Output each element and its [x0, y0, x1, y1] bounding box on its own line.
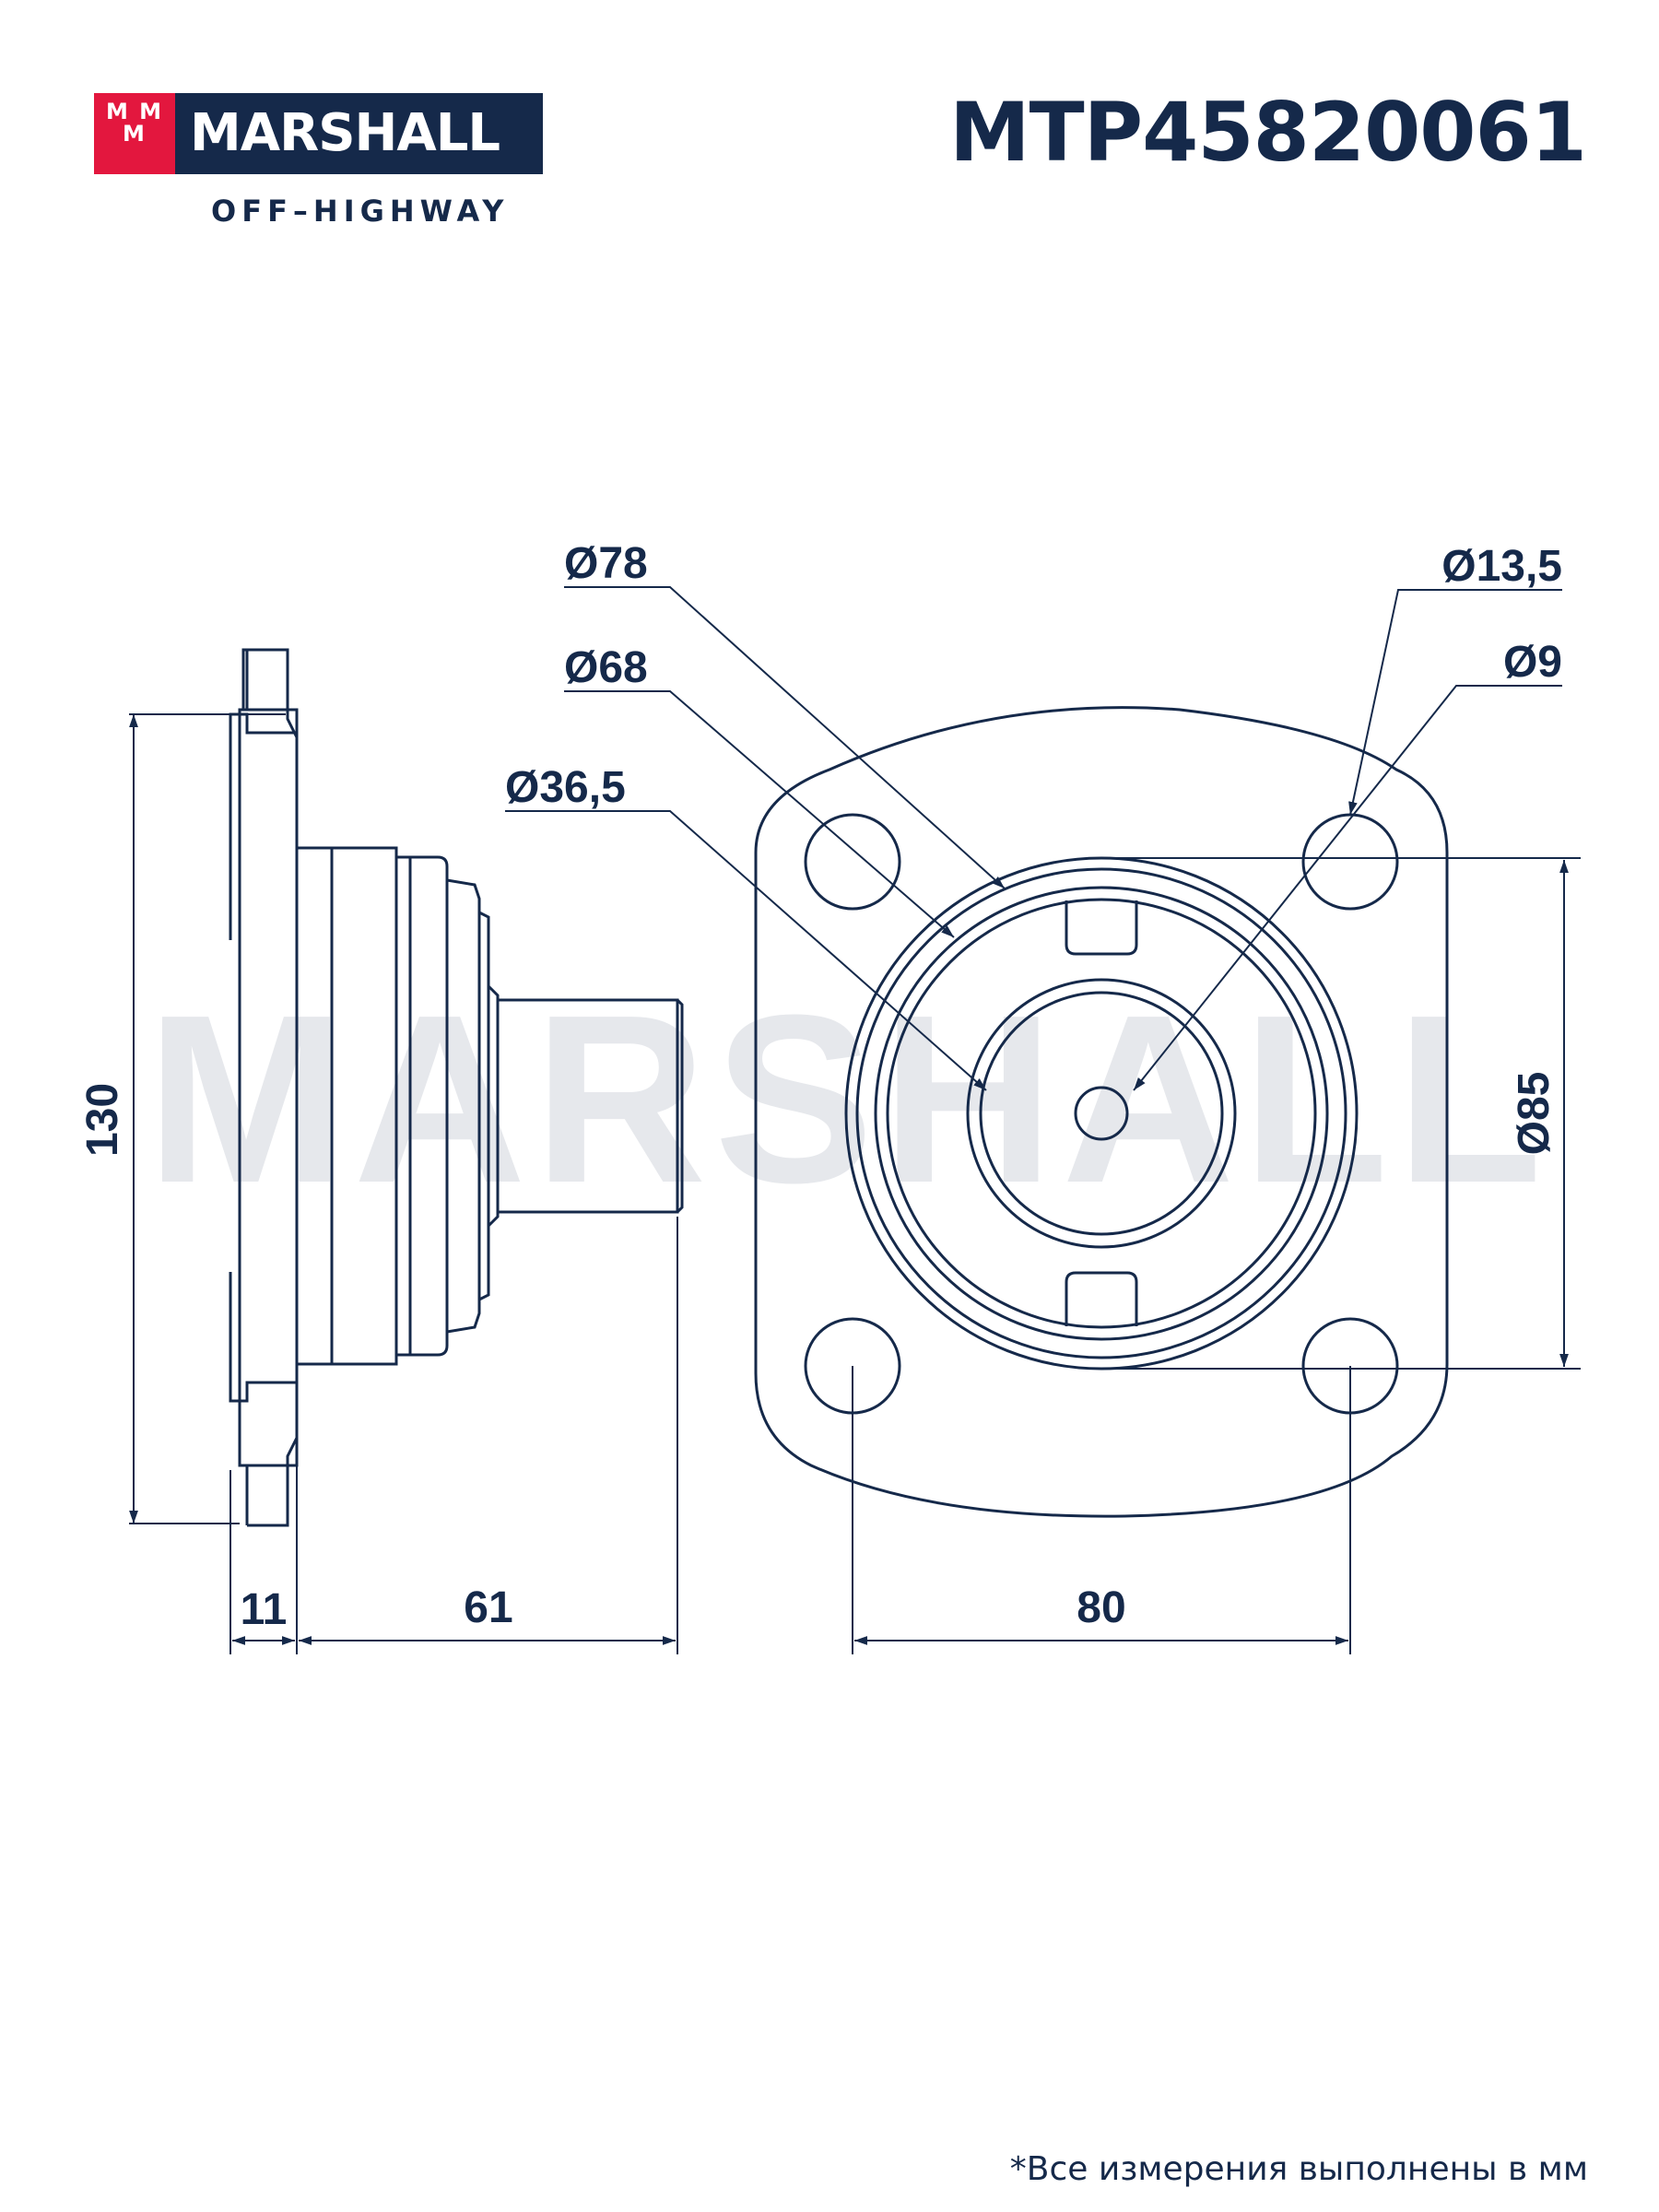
dim-d78-label: Ø78 [564, 539, 648, 588]
brand-subtitle: OFF–HIGHWAY [211, 194, 510, 229]
brand-mark-icon: M M M [94, 93, 175, 174]
dim-11-label: 11 [241, 1585, 288, 1634]
dim-d13-5-label: Ø13,5 [1441, 542, 1562, 591]
side-view [229, 648, 684, 1527]
brand-name: MARSHALL [190, 103, 500, 163]
dim-130-label: 130 [78, 1083, 127, 1157]
dim-d36-5-label: Ø36,5 [505, 763, 626, 812]
watermark-text: MARSHALL [147, 966, 1550, 1233]
dim-d9-label: Ø9 [1503, 638, 1562, 687]
dim-80-label: 80 [1077, 1583, 1125, 1632]
units-footnote: *Все измерения выполнены в мм [1009, 2150, 1588, 2188]
dim-61-label: 61 [464, 1583, 512, 1632]
dim-d68-label: Ø68 [564, 643, 648, 692]
dim-d85-label: Ø85 [1510, 1072, 1559, 1156]
part-number: MTP45820061 [949, 85, 1587, 180]
brand-logo: M M M MARSHALL [94, 93, 543, 174]
brand-mark-text: M M M [105, 99, 164, 147]
dimension-lines [129, 586, 1581, 1654]
